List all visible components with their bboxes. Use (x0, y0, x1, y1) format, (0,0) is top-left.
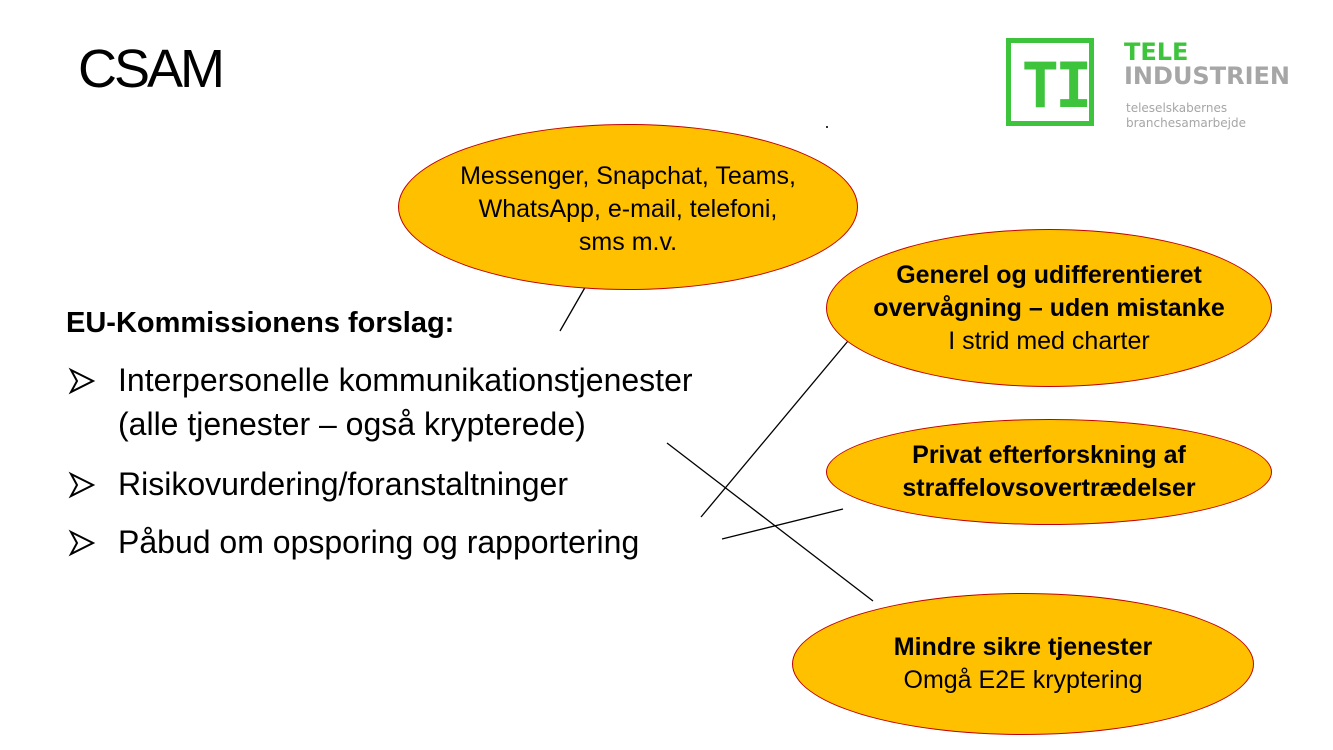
connector-apps (559, 283, 588, 332)
proposal-heading: EU-Kommissionens forslag: (66, 307, 455, 339)
logo-mark: TI (1021, 49, 1093, 122)
connector-security (666, 442, 874, 602)
bullet-text: Interpersonelle kommunikationstjenester (118, 362, 693, 398)
slide-title: CSAM (78, 39, 225, 99)
surveillance-bold-1: Generel og udifferentieret (896, 260, 1202, 289)
logo-box: TI (1006, 38, 1094, 126)
logo-line2: INDUSTRIEN (1124, 62, 1290, 90)
connector-private (721, 508, 844, 540)
surveillance-bold-2: overvågning – uden mistanke (873, 293, 1225, 322)
apps-line-1: Messenger, Snapchat, Teams, (460, 161, 796, 190)
ellipse-security: Mindre sikre tjenester Omgå E2E krypteri… (792, 593, 1254, 735)
stray-dot (826, 126, 828, 128)
ellipse-surveillance: Generel og udifferentieret overvågning –… (826, 229, 1272, 387)
logo-line1: TELE (1124, 38, 1189, 66)
connector-surveillance (700, 334, 854, 518)
ellipse-apps: Messenger, Snapchat, Teams, WhatsApp, e-… (398, 124, 858, 290)
arrowhead-bullet-icon (68, 529, 96, 557)
logo-subtitle-2: branchesamarbejde (1126, 116, 1247, 130)
arrowhead-bullet-icon (68, 367, 96, 395)
bullet-text: (alle tjenester – også krypterede) (118, 406, 586, 442)
security-bold: Mindre sikre tjenester (893, 633, 1153, 661)
bullet-text: Påbud om opsporing og rapportering (118, 524, 640, 560)
private-bold-1: Privat efterforskning af (912, 441, 1186, 469)
ellipse-private: Privat efterforskning af straffelovsover… (826, 419, 1272, 525)
surveillance-normal: I strid med charter (948, 326, 1150, 355)
private-bold-2: straffelovsovertrædelser (902, 474, 1196, 502)
teleindustrien-logo: TI TELE INDUSTRIEN teleselskabernes bran… (1006, 38, 1306, 138)
logo-subtitle-1: teleselskabernes (1126, 101, 1228, 115)
security-normal: Omgå E2E kryptering (903, 666, 1143, 694)
apps-line-3: sms m.v. (578, 227, 678, 256)
apps-line-2: WhatsApp, e-mail, telefoni, (478, 194, 778, 223)
bullet-text: Risikovurdering/foranstaltninger (118, 466, 568, 502)
arrowhead-bullet-icon (68, 471, 96, 499)
